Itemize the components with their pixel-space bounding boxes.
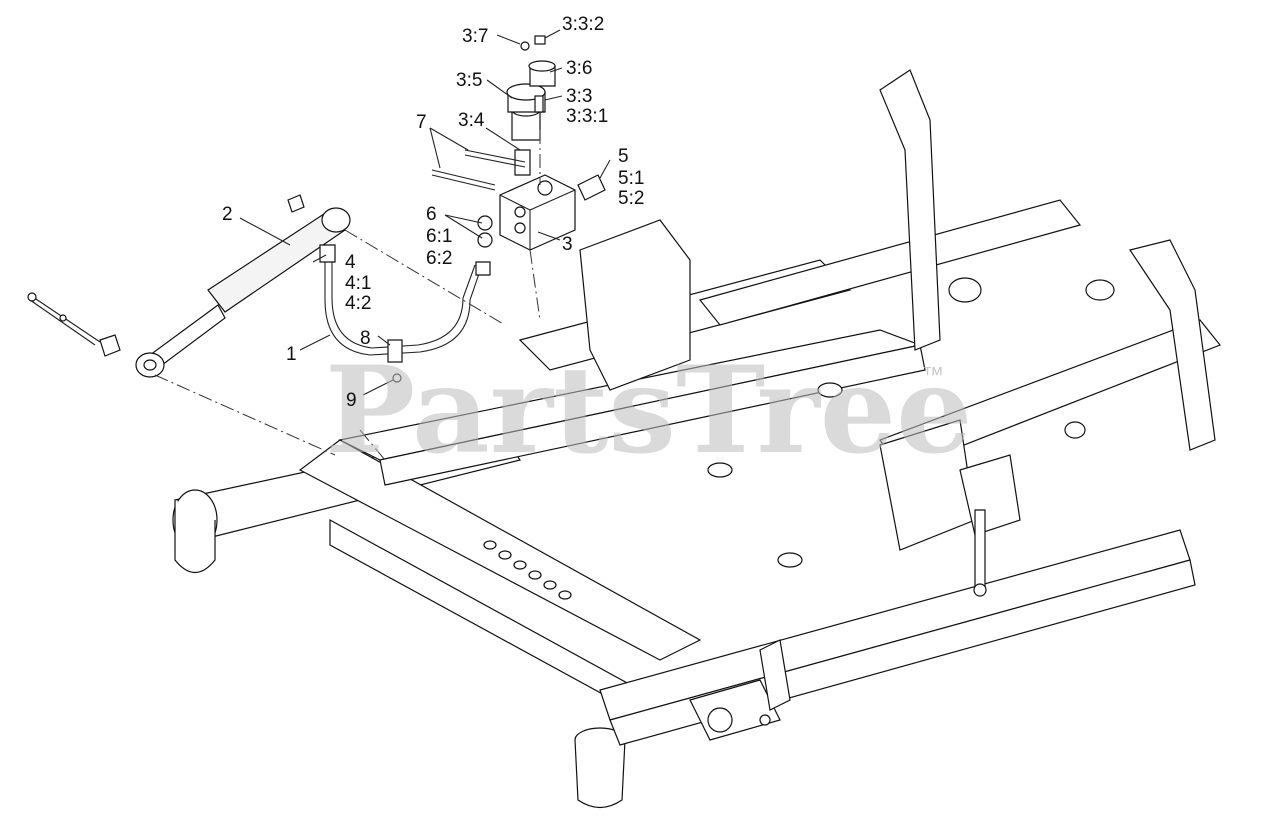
callout-5-1: 5:1 [618, 168, 644, 189]
callout-1: 1 [286, 344, 297, 365]
callout-7: 7 [416, 112, 427, 133]
watermark-trademark: ™ [922, 362, 944, 387]
callout-2: 2 [222, 204, 233, 225]
callout-4-2: 4:2 [345, 293, 371, 314]
callout-8: 8 [360, 328, 371, 349]
callout-4-1: 4:1 [345, 273, 371, 294]
callout-5-2: 5:2 [618, 188, 644, 209]
rail-holes [483, 382, 843, 600]
callout-3: 3 [562, 234, 573, 255]
callout-3-6: 3:6 [566, 58, 592, 79]
callout-3-5: 3:5 [456, 70, 482, 91]
callout-3-3: 3:3 [566, 86, 592, 107]
callout-3-7: 3:7 [462, 26, 488, 47]
hydraulic-cylinder [27, 194, 351, 378]
valve-assembly [431, 35, 606, 251]
callout-4: 4 [345, 252, 356, 273]
hydraulic-hose [319, 244, 491, 383]
watermark-brand: PartsTree [325, 340, 972, 481]
callout-labels: 3:7 3:3:2 3:6 3:5 3:3 3:3:1 7 3:4 5 5:1 … [222, 14, 644, 411]
leader-lines [239, 29, 611, 396]
callout-3-3-2: 3:3:2 [562, 14, 604, 35]
callout-3-3-1: 3:3:1 [566, 106, 608, 127]
callout-3-4: 3:4 [458, 110, 485, 131]
watermark: PartsTree ™ [325, 340, 972, 481]
callout-9: 9 [346, 390, 357, 411]
reference-lines [154, 229, 541, 461]
callout-6-2: 6:2 [426, 248, 452, 269]
callout-6: 6 [426, 204, 437, 225]
callout-6-1: 6:1 [426, 226, 452, 247]
callout-5: 5 [618, 146, 629, 167]
chassis-frame [172, 69, 1221, 809]
